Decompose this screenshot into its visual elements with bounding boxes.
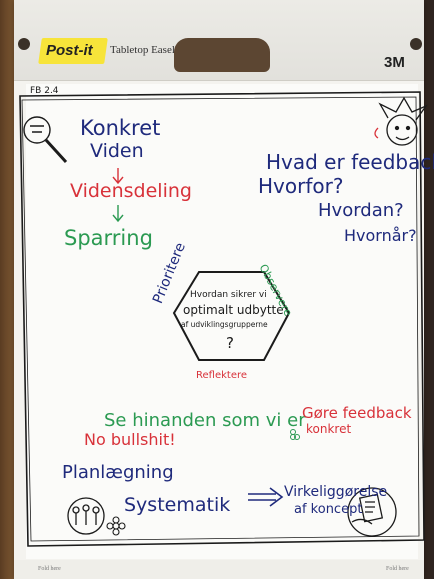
center-question-mark: ? (226, 334, 234, 352)
arrow-icon (112, 205, 124, 223)
arrow-icon (112, 168, 124, 185)
pad-header: Post-it Tabletop Easel Pad 3M (14, 0, 424, 81)
center-line-3: af udviklingsgrupperne (181, 320, 268, 329)
pad-name: Tabletop Easel Pad (110, 44, 195, 56)
text-virkeliggoerelse: Virkeliggørelse (284, 484, 388, 500)
center-hexagon (172, 271, 291, 361)
chain-sparring: Sparring (64, 226, 153, 250)
question-hvorfor: Hvorfor? (258, 174, 344, 198)
arrow-icon (248, 487, 284, 507)
text-se-hinanden: Se hinanden som vi er (104, 410, 306, 431)
easel-pad: Post-it Tabletop Easel Pad 3M Fold here … (14, 0, 424, 579)
chain-konkret: Konkret (80, 116, 161, 140)
text-goere-feedback: Gøre feedback (302, 404, 412, 422)
jester-icon (374, 96, 428, 146)
question-feedback: Hvad er feedback? (266, 150, 434, 174)
fold-label-right: Fold here (386, 566, 409, 572)
text-planlaegning: Planlægning (62, 462, 174, 483)
postit-logo-text: Post-it (46, 42, 93, 59)
binding-hole (410, 38, 422, 50)
flipchart-sheet (26, 84, 418, 559)
hexagon-label-bottom: Reflektere (196, 370, 248, 381)
text-konkret: konkret (306, 422, 352, 436)
text-af-koncept: af koncept (294, 502, 363, 517)
document-hand-icon (347, 487, 397, 537)
chain-vidensdeling: Vidensdeling (70, 180, 192, 202)
people-icon (67, 497, 105, 535)
chain-viden: Viden (90, 140, 144, 162)
pad-footer (14, 560, 424, 579)
fold-label-left: Fold here (38, 566, 61, 572)
center-line-1: Hvordan sikrer vi (190, 290, 267, 300)
sheet-tag: FB 2.4 (30, 86, 59, 96)
brand-logo: 3M (384, 54, 405, 71)
flower-icon (106, 516, 126, 536)
magnifier-icon (23, 116, 68, 164)
question-hvornaar: Hvornår? (344, 226, 417, 245)
flower-icon (290, 429, 300, 440)
center-line-2: optimalt udbytte (183, 303, 284, 317)
carry-handle (174, 38, 270, 72)
text-systematik: Systematik (124, 494, 231, 516)
binding-hole (18, 38, 30, 50)
text-no-bullshit: No bullshit! (84, 430, 176, 449)
question-hvordan: Hvordan? (318, 200, 404, 221)
